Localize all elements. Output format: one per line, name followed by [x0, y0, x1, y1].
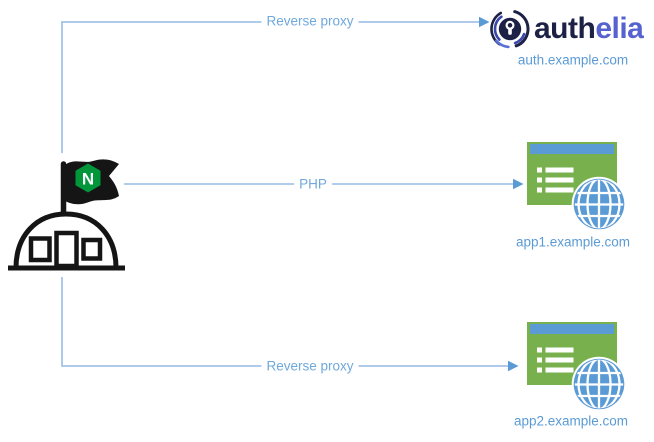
- keyhole-stem: [508, 27, 512, 35]
- hut-door: [54, 230, 79, 269]
- globe-icon: [571, 356, 627, 412]
- app2-web-application-icon: [527, 322, 627, 412]
- authelia-arc-left-inner: [493, 15, 503, 41]
- authelia-wordmark-dark: auth: [534, 12, 596, 45]
- edge-label-reverse-proxy-top: Reverse proxy: [261, 13, 359, 29]
- edge-label-reverse-proxy-bottom: Reverse proxy: [261, 358, 359, 374]
- list-icon: [537, 167, 574, 193]
- app1-web-application-icon: [527, 142, 627, 232]
- authelia-wordmark-accent: elia: [595, 12, 644, 45]
- authelia-domain-label: auth.example.com: [517, 52, 629, 68]
- arrowhead-authelia: [479, 16, 490, 28]
- nginx-hexagon-icon: [75, 163, 101, 193]
- authelia-arc-right: [513, 10, 530, 48]
- hut-window-left: [28, 236, 52, 263]
- arrowhead-app1: [513, 178, 524, 190]
- app-titlebar: [530, 144, 614, 154]
- connector-nginx-to-authelia: [61, 21, 479, 153]
- globe-icon: [571, 176, 627, 232]
- authelia-logo-icon: [490, 10, 530, 49]
- arrowhead-app2: [508, 360, 519, 372]
- hut-window-right: [81, 237, 103, 261]
- app1-domain-label: app1.example.com: [515, 234, 631, 250]
- nginx-letter: N: [82, 170, 94, 189]
- app2-domain-label: app2.example.com: [513, 413, 629, 429]
- authelia-arc-bottom: [494, 39, 510, 49]
- nginx-server-icon: N: [8, 159, 125, 271]
- authelia-wordmark: authelia: [534, 11, 644, 47]
- list-icon: [537, 347, 574, 373]
- connector-nginx-to-app2: [61, 277, 508, 367]
- authelia-arc-bottom-right: [513, 32, 526, 45]
- app-titlebar: [530, 324, 614, 334]
- edge-label-php: PHP: [294, 176, 332, 192]
